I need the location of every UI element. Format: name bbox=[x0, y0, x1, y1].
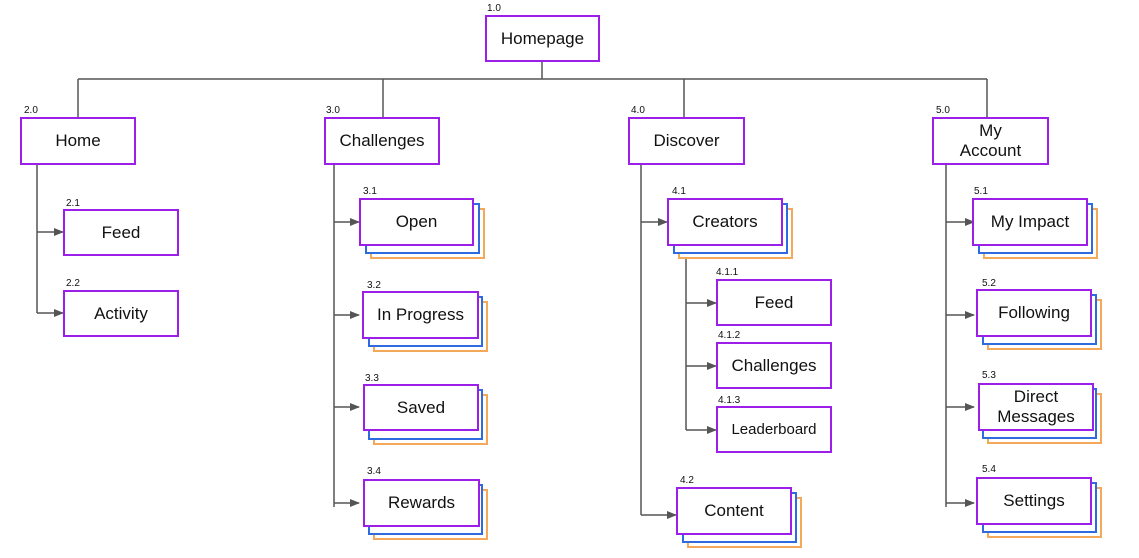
node-label: Challenges bbox=[731, 355, 817, 375]
node-content: Content bbox=[676, 487, 792, 535]
node-creators-feed: Feed bbox=[716, 279, 832, 326]
node-number-4-1-2: 4.1.2 bbox=[718, 330, 741, 341]
node-label: Activity bbox=[94, 303, 148, 323]
node-in-progress: In Progress bbox=[362, 291, 479, 339]
node-label: Feed bbox=[754, 292, 794, 312]
node-number-3-4: 3.4 bbox=[367, 466, 381, 477]
node-label: Discover bbox=[653, 131, 720, 150]
node-label: Settings bbox=[1003, 491, 1065, 510]
node-label: Leaderboard bbox=[731, 420, 817, 438]
node-leaderboard: Leaderboard bbox=[716, 406, 832, 453]
node-number-5-4: 5.4 bbox=[982, 464, 996, 475]
node-label: Homepage bbox=[500, 28, 585, 48]
node-number-4-2: 4.2 bbox=[680, 475, 694, 486]
node-discover: Discover bbox=[628, 117, 745, 165]
node-number-5-2: 5.2 bbox=[982, 278, 996, 289]
node-label: My Account bbox=[959, 121, 1022, 160]
node-creators-challenges: Challenges bbox=[716, 342, 832, 389]
node-number-4-1: 4.1 bbox=[672, 186, 686, 197]
node-number-3-3: 3.3 bbox=[365, 373, 379, 384]
node-label: Feed bbox=[101, 222, 141, 242]
node-activity: Activity bbox=[63, 290, 179, 337]
node-number-4-1-1: 4.1.1 bbox=[716, 267, 739, 278]
node-number-4-1-3: 4.1.3 bbox=[718, 395, 741, 406]
node-number-3-2: 3.2 bbox=[367, 280, 381, 291]
node-number-4-0: 4.0 bbox=[631, 105, 645, 116]
node-direct-messages: Direct Messages bbox=[978, 383, 1094, 431]
node-number-2-1: 2.1 bbox=[66, 198, 80, 209]
node-number-3-1: 3.1 bbox=[363, 186, 377, 197]
node-number-5-3: 5.3 bbox=[982, 370, 996, 381]
node-challenges: Challenges bbox=[324, 117, 440, 165]
node-label: Saved bbox=[396, 397, 446, 417]
node-creators: Creators bbox=[667, 198, 783, 246]
node-home-feed: Feed bbox=[63, 209, 179, 256]
node-number-5-1: 5.1 bbox=[974, 186, 988, 197]
node-label: Open bbox=[395, 212, 438, 231]
node-label: Rewards bbox=[387, 493, 456, 512]
node-label: Home bbox=[55, 131, 101, 150]
node-label: My Impact bbox=[990, 212, 1070, 231]
node-number-5-0: 5.0 bbox=[936, 105, 950, 116]
node-open: Open bbox=[359, 198, 474, 246]
node-number-2-2: 2.2 bbox=[66, 278, 80, 289]
node-label: Creators bbox=[692, 212, 758, 231]
node-saved: Saved bbox=[363, 384, 479, 431]
node-number-2-0: 2.0 bbox=[24, 105, 38, 116]
node-following: Following bbox=[976, 289, 1092, 337]
node-label: In Progress bbox=[377, 305, 464, 324]
node-number-3-0: 3.0 bbox=[326, 105, 340, 116]
node-my-impact: My Impact bbox=[972, 198, 1088, 246]
node-home: Home bbox=[20, 117, 136, 165]
node-my-account: My Account bbox=[932, 117, 1049, 165]
node-label: Direct Messages bbox=[997, 387, 1075, 426]
node-label: Content bbox=[704, 501, 764, 520]
node-settings: Settings bbox=[976, 477, 1092, 525]
node-label: Challenges bbox=[339, 131, 425, 150]
node-number-1-0: 1.0 bbox=[487, 3, 501, 14]
node-label: Following bbox=[998, 303, 1070, 322]
node-rewards: Rewards bbox=[363, 479, 480, 527]
node-homepage: Homepage bbox=[485, 15, 600, 62]
